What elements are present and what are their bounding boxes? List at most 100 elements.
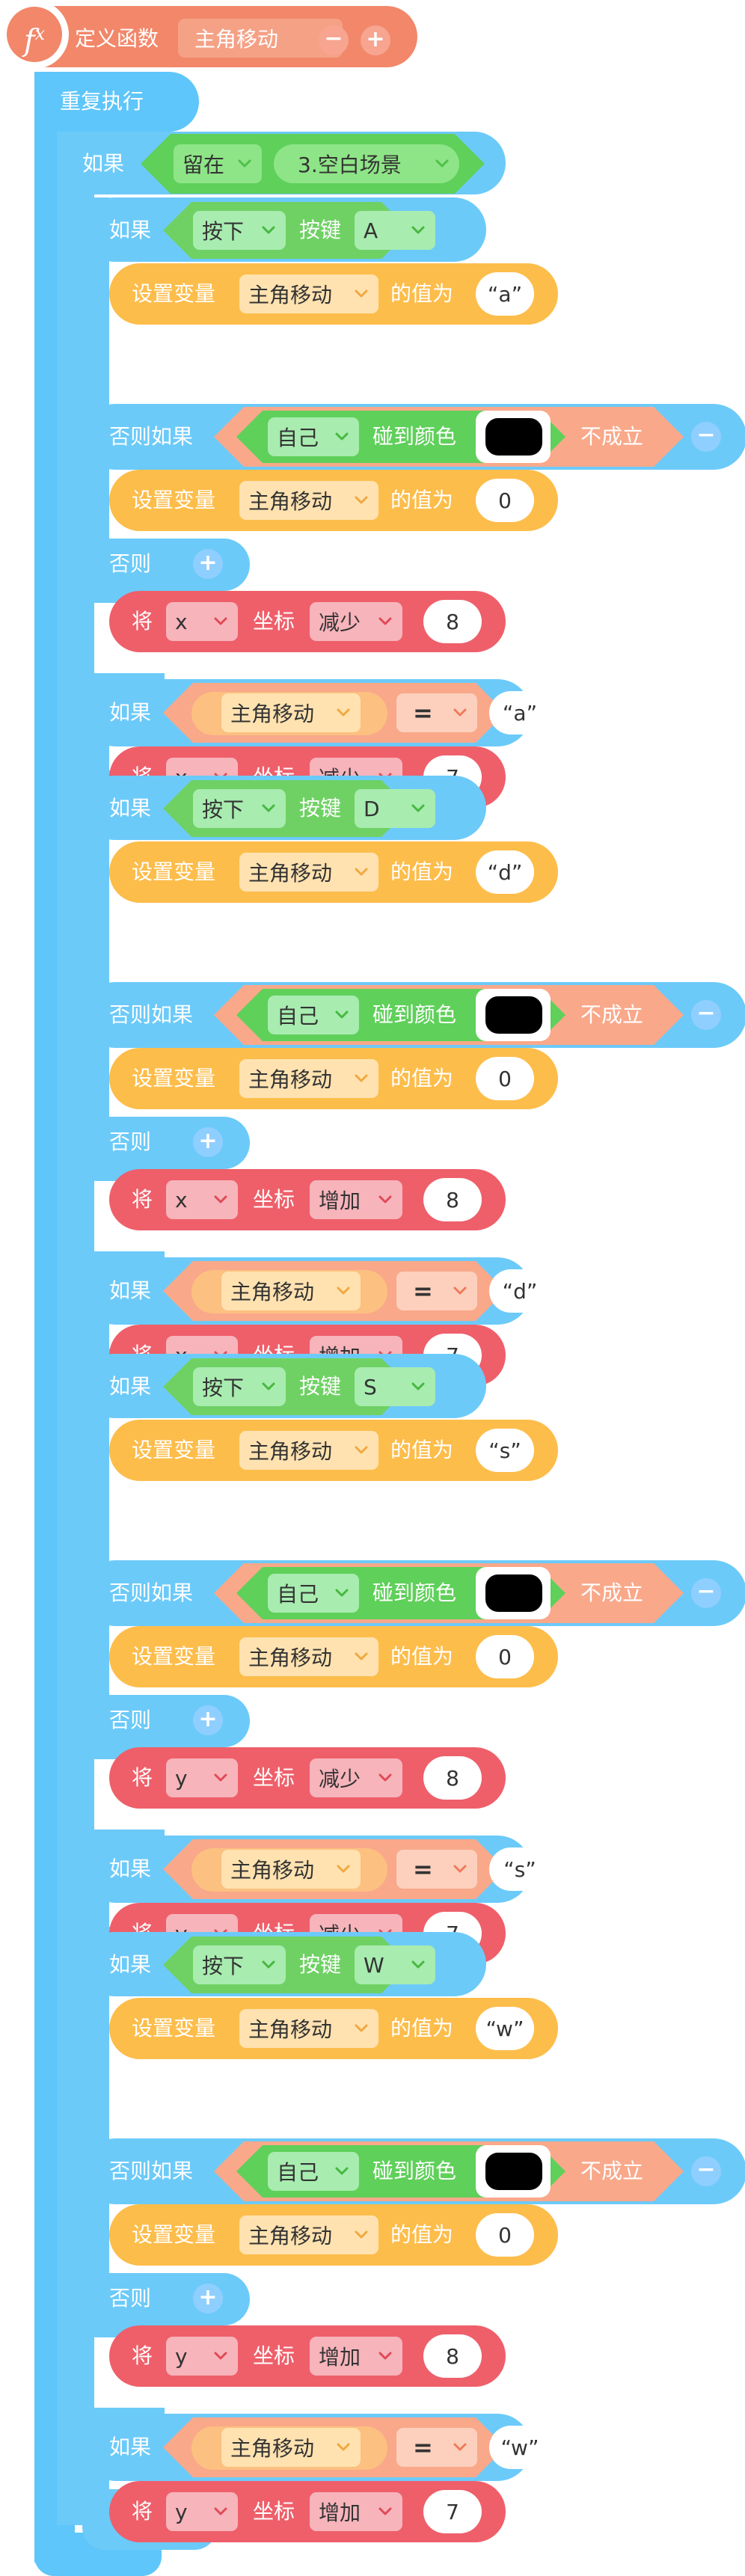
remove-else-if-button[interactable]: − bbox=[691, 2156, 721, 2186]
value-input[interactable]: 0 bbox=[476, 2213, 534, 2257]
color-swatch-black[interactable] bbox=[483, 1572, 545, 1614]
key-dropdown[interactable]: S bbox=[355, 1367, 435, 1406]
chevron-down-icon bbox=[378, 617, 392, 625]
key-dropdown[interactable]: W bbox=[355, 1945, 435, 1984]
value-input[interactable]: 0 bbox=[476, 1635, 534, 1678]
operator-dropdown[interactable]: = bbox=[396, 693, 477, 732]
operator-dropdown[interactable]: = bbox=[396, 1272, 477, 1310]
chevron-down-icon bbox=[355, 496, 368, 504]
add-else-if-button[interactable]: + bbox=[193, 2284, 223, 2313]
stay-in-dropdown[interactable]: 留在 bbox=[174, 144, 262, 183]
color-swatch-black[interactable] bbox=[483, 2150, 545, 2192]
variable-dropdown[interactable]: 主角移动 bbox=[221, 2428, 361, 2467]
change-dropdown[interactable]: 减少 bbox=[310, 1758, 402, 1797]
step-input[interactable]: 8 bbox=[423, 1178, 482, 1221]
not-true-label: 不成立 bbox=[580, 1580, 644, 1605]
axis-dropdown-label: y bbox=[175, 2343, 188, 2369]
chevron-down-icon bbox=[355, 2230, 368, 2239]
value-input[interactable]: 0 bbox=[476, 1057, 534, 1100]
variable-dropdown[interactable]: 主角移动 bbox=[239, 481, 378, 520]
operator-dropdown[interactable]: = bbox=[396, 2428, 477, 2467]
compare-value-input[interactable]: “d” bbox=[489, 1269, 551, 1313]
add-else-if-button[interactable]: + bbox=[193, 549, 223, 579]
add-else-if-button[interactable]: + bbox=[193, 1127, 223, 1157]
chevron-down-icon bbox=[435, 159, 449, 168]
operator-dropdown[interactable]: = bbox=[396, 1850, 477, 1889]
if-label: 如果 bbox=[109, 1374, 152, 1399]
variable-dropdown[interactable]: 主角移动 bbox=[239, 1637, 378, 1676]
self-dropdown[interactable]: 自己 bbox=[268, 417, 359, 456]
variable-dropdown-label: 主角移动 bbox=[230, 1280, 315, 1304]
chevron-down-icon bbox=[262, 226, 275, 234]
self-dropdown[interactable]: 自己 bbox=[268, 1574, 359, 1613]
change-dropdown[interactable]: 增加 bbox=[310, 2492, 402, 2531]
chevron-down-icon bbox=[337, 1287, 350, 1295]
chevron-down-icon bbox=[378, 1773, 392, 1782]
function-name-field[interactable]: 主角移动 bbox=[178, 19, 343, 58]
axis-dropdown[interactable]: x bbox=[166, 1180, 238, 1219]
key-label: 按键 bbox=[299, 1374, 342, 1399]
value-input[interactable]: “d” bbox=[476, 850, 534, 894]
value-input[interactable]: “w” bbox=[476, 2007, 534, 2050]
step-input[interactable]: 8 bbox=[423, 1756, 482, 1800]
step-input[interactable]: 8 bbox=[423, 600, 482, 643]
remove-else-if-button[interactable]: − bbox=[691, 1578, 721, 1608]
variable-dropdown[interactable]: 主角移动 bbox=[239, 275, 378, 313]
axis-dropdown[interactable]: y bbox=[166, 1758, 238, 1797]
step-input[interactable]: 8 bbox=[423, 2334, 482, 2378]
variable-dropdown[interactable]: 主角移动 bbox=[221, 1850, 361, 1889]
press-dropdown[interactable]: 按下 bbox=[193, 211, 286, 250]
variable-dropdown[interactable]: 主角移动 bbox=[221, 693, 361, 732]
variable-dropdown[interactable]: 主角移动 bbox=[239, 2009, 378, 2048]
add-param-button[interactable]: + bbox=[361, 25, 390, 55]
variable-dropdown[interactable]: 主角移动 bbox=[239, 1431, 378, 1470]
key-dropdown-label: A bbox=[364, 218, 378, 243]
change-dropdown[interactable]: 增加 bbox=[310, 2337, 402, 2376]
axis-dropdown[interactable]: y bbox=[166, 2337, 238, 2376]
value-is-label: 的值为 bbox=[390, 1066, 454, 1091]
not-true-label: 不成立 bbox=[580, 2159, 644, 2183]
press-dropdown[interactable]: 按下 bbox=[193, 1945, 286, 1984]
compare-if-block-arm bbox=[82, 679, 109, 784]
compare-if-block-arm bbox=[82, 2414, 109, 2518]
remove-else-if-button[interactable]: − bbox=[691, 1000, 721, 1030]
variable-dropdown-label: 主角移动 bbox=[248, 1067, 333, 1092]
axis-dropdown-label: y bbox=[175, 2499, 188, 2524]
if-label: 如果 bbox=[109, 1952, 152, 1977]
axis-dropdown[interactable]: y bbox=[166, 2492, 238, 2531]
change-dropdown[interactable]: 增加 bbox=[310, 1180, 402, 1219]
variable-dropdown-label: 主角移动 bbox=[248, 861, 333, 886]
step-input[interactable]: 7 bbox=[423, 2490, 482, 2533]
key-dropdown[interactable]: D bbox=[355, 789, 435, 828]
chevron-down-icon bbox=[214, 2507, 227, 2515]
value-input[interactable]: 0 bbox=[476, 479, 534, 522]
set-variable-label: 设置变量 bbox=[132, 859, 216, 884]
if-label: 如果 bbox=[109, 1856, 152, 1881]
press-dropdown-label: 按下 bbox=[202, 1954, 245, 1978]
add-else-if-button[interactable]: + bbox=[193, 1705, 223, 1735]
press-dropdown[interactable]: 按下 bbox=[193, 789, 286, 828]
self-dropdown[interactable]: 自己 bbox=[268, 2152, 359, 2191]
press-dropdown[interactable]: 按下 bbox=[193, 1367, 286, 1406]
self-dropdown[interactable]: 自己 bbox=[268, 996, 359, 1034]
compare-value-input[interactable]: “s” bbox=[489, 1847, 551, 1891]
value-input[interactable]: “a” bbox=[476, 272, 534, 316]
variable-dropdown[interactable]: 主角移动 bbox=[221, 1272, 361, 1310]
variable-dropdown[interactable]: 主角移动 bbox=[239, 1059, 378, 1098]
set-variable-label: 设置变量 bbox=[132, 1644, 216, 1669]
remove-else-if-button[interactable]: − bbox=[691, 422, 721, 452]
variable-dropdown[interactable]: 主角移动 bbox=[239, 853, 378, 892]
axis-dropdown[interactable]: x bbox=[166, 602, 238, 641]
chevron-down-icon bbox=[355, 868, 368, 876]
key-dropdown[interactable]: A bbox=[355, 211, 435, 250]
color-swatch-black[interactable] bbox=[483, 416, 545, 458]
color-swatch-black[interactable] bbox=[483, 994, 545, 1036]
value-is-label: 的值为 bbox=[390, 1438, 454, 1462]
compare-value-input[interactable]: “a” bbox=[489, 691, 551, 735]
scene-dropdown[interactable]: 3.空白场景 bbox=[274, 144, 459, 183]
variable-dropdown[interactable]: 主角移动 bbox=[239, 2215, 378, 2254]
remove-param-button[interactable]: − bbox=[319, 25, 349, 55]
compare-value-input[interactable]: “w” bbox=[489, 2426, 551, 2469]
change-dropdown[interactable]: 减少 bbox=[310, 602, 402, 641]
value-input[interactable]: “s” bbox=[476, 1429, 534, 1472]
